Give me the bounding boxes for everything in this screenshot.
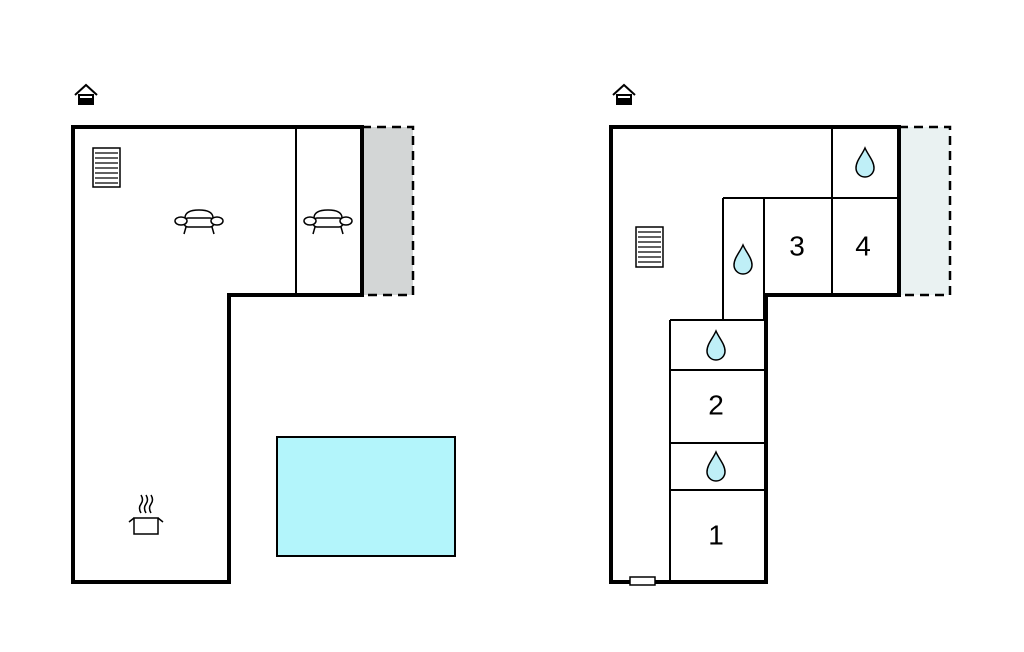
stairs-icon bbox=[635, 226, 664, 268]
house-icon bbox=[74, 83, 98, 105]
room-label-3: 3 bbox=[789, 230, 805, 261]
entrance-marker bbox=[629, 576, 656, 586]
terrace-upper-outline bbox=[899, 125, 952, 297]
sofa-icon bbox=[174, 209, 224, 235]
room-label-2: 2 bbox=[708, 389, 724, 420]
water-drop-icon bbox=[706, 450, 726, 482]
water-drop-icon bbox=[733, 243, 753, 275]
house-icon bbox=[612, 83, 636, 105]
room-label-4: 4 bbox=[855, 230, 871, 261]
ground-floor-plan bbox=[71, 83, 456, 584]
stairs-icon bbox=[92, 147, 121, 188]
upper-floor-plan: 1 2 3 4 bbox=[609, 83, 952, 586]
pool bbox=[276, 436, 456, 557]
terrace-ground bbox=[362, 127, 413, 295]
upper-floor-walls bbox=[609, 125, 901, 584]
cooking-pot-icon bbox=[128, 494, 164, 535]
room-label-1: 1 bbox=[708, 519, 724, 550]
terrace-upper bbox=[899, 127, 950, 295]
upper-floor-interior-walls bbox=[669, 127, 899, 582]
sofa-icon bbox=[303, 209, 353, 235]
ground-floor-walls bbox=[71, 125, 364, 584]
water-drop-icon bbox=[855, 146, 875, 178]
terrace-ground-outline bbox=[362, 125, 415, 297]
water-drop-icon bbox=[706, 329, 726, 361]
